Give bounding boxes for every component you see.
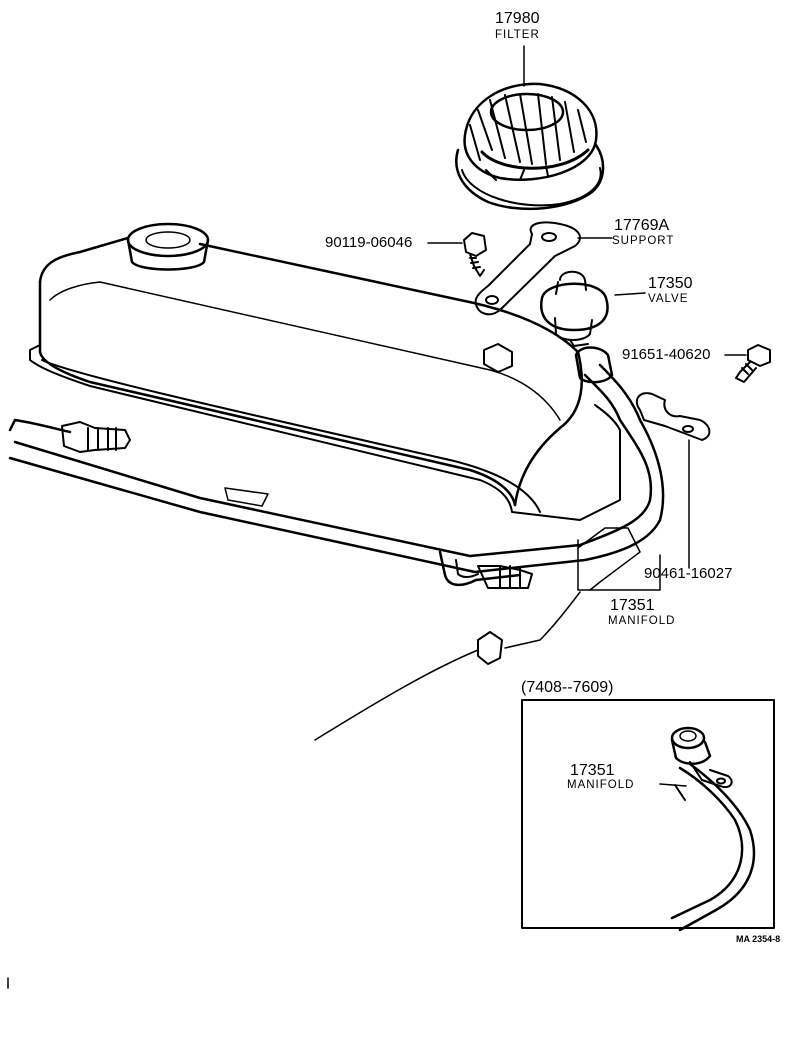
bolt-part-number: 91651-40620 bbox=[622, 346, 711, 363]
inset-manifold-drawing bbox=[670, 726, 756, 932]
support-part-number: 17769A bbox=[614, 217, 670, 234]
inset-manifold-part-number: 17351 bbox=[570, 762, 615, 779]
manifold-pipe-drawing bbox=[8, 346, 665, 741]
filter-part-number: 17980 bbox=[495, 10, 540, 27]
valve-part-number: 17350 bbox=[648, 275, 693, 292]
figure-reference: MA 2354-8 bbox=[736, 934, 781, 944]
screw-drawing bbox=[463, 232, 487, 277]
inset-range-label: (7408--7609) bbox=[521, 679, 614, 696]
valve-drawing bbox=[539, 270, 609, 347]
clamp-drawing bbox=[635, 392, 711, 441]
valve-cover-drawing bbox=[29, 222, 621, 521]
bolt-drawing bbox=[735, 344, 771, 383]
inset-manifold-part-name: MANIFOLD bbox=[567, 779, 635, 791]
clamp-part-number: 90461-16027 bbox=[644, 565, 733, 582]
inset-frame bbox=[521, 699, 775, 929]
filter-part-name: FILTER bbox=[495, 29, 540, 41]
support-drawing bbox=[474, 221, 581, 316]
manifold-part-number: 17351 bbox=[610, 597, 655, 614]
manifold-part-name: MANIFOLD bbox=[608, 615, 676, 627]
leader-lines bbox=[427, 45, 747, 591]
valve-part-name: VALVE bbox=[648, 293, 689, 305]
screw-part-number: 90119-06046 bbox=[325, 234, 413, 251]
filter-drawing bbox=[455, 82, 605, 211]
support-part-name: SUPPORT bbox=[612, 235, 675, 247]
